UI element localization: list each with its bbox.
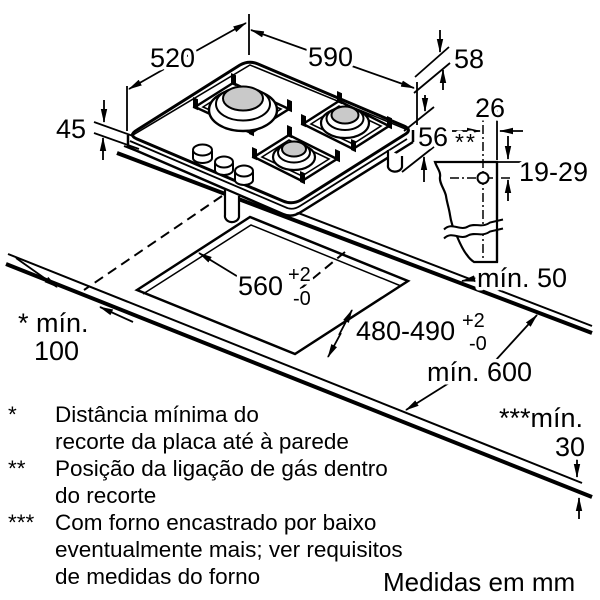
units-note: Medidas em mm [383, 567, 576, 597]
burner-medium [300, 91, 392, 153]
footnote-line: Distância mínima do [55, 402, 259, 427]
break-line-top [443, 218, 504, 231]
footnote-line: de medidas do forno [55, 564, 261, 589]
footnote-line: eventualmente mais; ver requisitos [55, 537, 403, 562]
dashed-projection-line-left [83, 195, 223, 291]
dim-26-label: 26 [475, 93, 505, 123]
dimension-lines [15, 14, 583, 519]
dim-480-tol-plus: +2 [462, 310, 485, 332]
dimension-labels: 520 590 58 45 56 ** 26 19-29 mín. 50 560… [15, 39, 592, 466]
footnote-marker: ** [8, 456, 26, 481]
footnote-line: recorte da placa até à parede [55, 429, 349, 454]
burner-small [251, 125, 340, 185]
dim-480-tol-minus: -0 [469, 333, 487, 355]
min-100-label: * mín. [18, 308, 89, 338]
footnote-line: do recorte [55, 483, 157, 508]
dim-560-label: 560 [238, 271, 283, 301]
min-50-label: mín. 50 [477, 263, 567, 293]
hob-foot-right [386, 150, 404, 173]
dim-480-490-label: 480-490 [356, 316, 455, 346]
burner-large [192, 73, 292, 137]
gas-connection-point [476, 171, 490, 185]
dim-56-label: 56 [418, 122, 448, 152]
footnote-marker: *** [8, 510, 35, 535]
min-30-label: ***mín. [499, 403, 583, 433]
min-30-value: 30 [555, 432, 585, 462]
gas-connection-detail [433, 108, 513, 264]
min-600-label: mín. 600 [427, 357, 532, 387]
worktop-drawing [5, 145, 593, 499]
dim-520-label: 520 [150, 43, 195, 73]
hob-glass-top [131, 60, 410, 205]
footnote-line: Posição da ligação de gás dentro [55, 456, 388, 481]
hob-foot-left [223, 190, 241, 224]
dim-58-label: 58 [454, 44, 484, 74]
dashed-projection-line-right [298, 251, 346, 291]
worktop-cutout [134, 215, 411, 356]
dim-19-29-label: 19-29 [519, 157, 588, 187]
control-knobs [192, 143, 254, 186]
gas-marker-stars: ** [455, 129, 477, 155]
dim-45-label: 45 [56, 114, 86, 144]
dim-560-tol-minus: -0 [293, 288, 311, 310]
min-100-value: 100 [34, 336, 79, 366]
hob-drawing [126, 60, 415, 224]
dim-590-label: 590 [308, 42, 353, 72]
footnote-marker: * [8, 402, 17, 427]
break-line-bottom [443, 227, 504, 240]
footnote-line: Com forno encastrado por baixo [55, 510, 377, 535]
dim-560-tol-plus: +2 [288, 264, 311, 286]
